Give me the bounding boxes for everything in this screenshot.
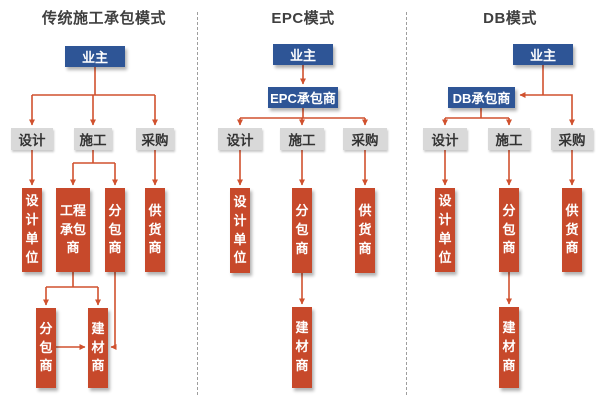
node-db-contractor: DB承包商 xyxy=(448,87,515,108)
node-design-unit-db: 设计单位 xyxy=(435,188,455,272)
node-owner-db: 业主 xyxy=(513,44,573,65)
node-subcontractor2-traditional: 分包商 xyxy=(36,308,56,388)
node-material-supplier-db: 建材商 xyxy=(499,307,519,388)
node-construction-db: 施工 xyxy=(488,128,530,150)
node-subcontractor-db: 分包商 xyxy=(499,188,519,272)
node-procurement-db: 采购 xyxy=(551,128,593,150)
node-material-supplier-epc: 建材商 xyxy=(292,307,312,388)
node-design-traditional: 设计 xyxy=(11,128,53,150)
node-supplier-db: 供货商 xyxy=(562,188,582,272)
node-owner-traditional: 业主 xyxy=(65,46,125,67)
connectors-epc xyxy=(237,65,368,305)
node-design-unit-traditional: 设计单位 xyxy=(22,188,42,272)
node-engineering-contractor-traditional: 工程承包商 xyxy=(56,188,90,272)
node-design-unit-epc: 设计单位 xyxy=(230,188,250,273)
panel-title-db: DB模式 xyxy=(483,10,537,27)
node-epc-contractor: EPC承包商 xyxy=(268,87,338,108)
node-subcontractor-epc: 分包商 xyxy=(292,188,312,273)
node-design-epc: 设计 xyxy=(218,128,262,150)
node-supplier-traditional: 供货商 xyxy=(145,188,165,272)
node-material-supplier-traditional: 建材商 xyxy=(88,308,108,388)
node-subcontractor-traditional: 分包商 xyxy=(105,188,125,272)
panel-divider-left xyxy=(197,12,198,395)
connectors-db xyxy=(442,65,575,305)
node-supplier-epc: 供货商 xyxy=(355,188,375,273)
connectors-traditional xyxy=(29,67,158,350)
panel-title-traditional: 传统施工承包模式 xyxy=(41,10,166,27)
node-construction-traditional: 施工 xyxy=(74,128,112,150)
node-owner-epc: 业主 xyxy=(273,44,333,65)
node-procurement-epc: 采购 xyxy=(343,128,387,150)
panel-divider-right xyxy=(406,12,407,395)
panel-title-epc: EPC模式 xyxy=(271,10,335,27)
node-procurement-traditional: 采购 xyxy=(136,128,174,150)
node-design-db: 设计 xyxy=(423,128,467,150)
node-construction-epc: 施工 xyxy=(280,128,324,150)
